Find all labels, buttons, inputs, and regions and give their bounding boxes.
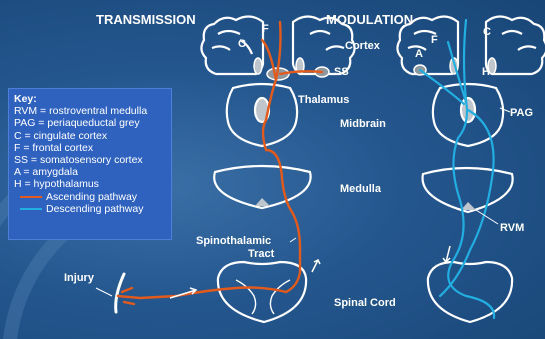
- key-title: Key:: [14, 93, 166, 105]
- key-descending-label: Descending pathway: [46, 203, 143, 215]
- ascending-swatch: [20, 196, 42, 198]
- key-entry-f: F = frontal cortex: [14, 142, 166, 154]
- key-entry-pag: PAG = periaqueductal grey: [14, 117, 166, 129]
- key-entry-h: H = hypothalamus: [14, 178, 166, 190]
- key-entry-c: C = cingulate cortex: [14, 130, 166, 142]
- left-midbrain: [227, 84, 297, 146]
- key-entry-a: A = amygdala: [14, 166, 166, 178]
- left-spinal-cord: [218, 262, 306, 322]
- label-spinothalamic: Spinothalamic: [196, 235, 271, 247]
- label-midbrain: Midbrain: [340, 118, 386, 130]
- left-medulla: [214, 166, 310, 208]
- label-c-left: C: [238, 38, 246, 50]
- descending-arrows: [443, 246, 450, 262]
- label-f-left: F: [262, 23, 269, 35]
- label-injury: Injury: [64, 272, 94, 284]
- label-ss: SS: [334, 66, 349, 78]
- injury-site: [116, 274, 124, 312]
- key-entry-rvm: RVM = rostroventral medulla: [14, 105, 166, 117]
- label-h: H: [482, 66, 490, 78]
- descending-swatch: [20, 208, 42, 210]
- label-rvm: RVM: [500, 222, 524, 234]
- label-c-right: C: [483, 26, 491, 38]
- right-midbrain: [433, 84, 503, 146]
- label-spinal-cord: Spinal Cord: [334, 297, 396, 309]
- label-f-right: F: [431, 34, 438, 46]
- header-modulation: MODULATION: [326, 12, 413, 27]
- left-cortex-regions: [254, 58, 329, 80]
- key-entry-ss: SS = somatosensory cortex: [14, 154, 166, 166]
- key-ascending-label: Ascending pathway: [46, 191, 137, 203]
- key-legend: Key: RVM = rostroventral medulla PAG = p…: [8, 88, 172, 240]
- right-medulla: [423, 168, 513, 212]
- key-ascending: Ascending pathway: [14, 191, 166, 203]
- label-thalamus: Thalamus: [298, 94, 349, 106]
- label-cortex: Cortex: [345, 40, 380, 52]
- label-medulla: Medulla: [340, 183, 381, 195]
- label-tract: Tract: [248, 248, 274, 260]
- key-descending: Descending pathway: [14, 203, 166, 215]
- header-transmission: TRANSMISSION: [96, 12, 196, 27]
- label-a: A: [415, 48, 423, 60]
- label-pag: PAG: [510, 107, 533, 119]
- right-spinal-cord: [428, 262, 512, 322]
